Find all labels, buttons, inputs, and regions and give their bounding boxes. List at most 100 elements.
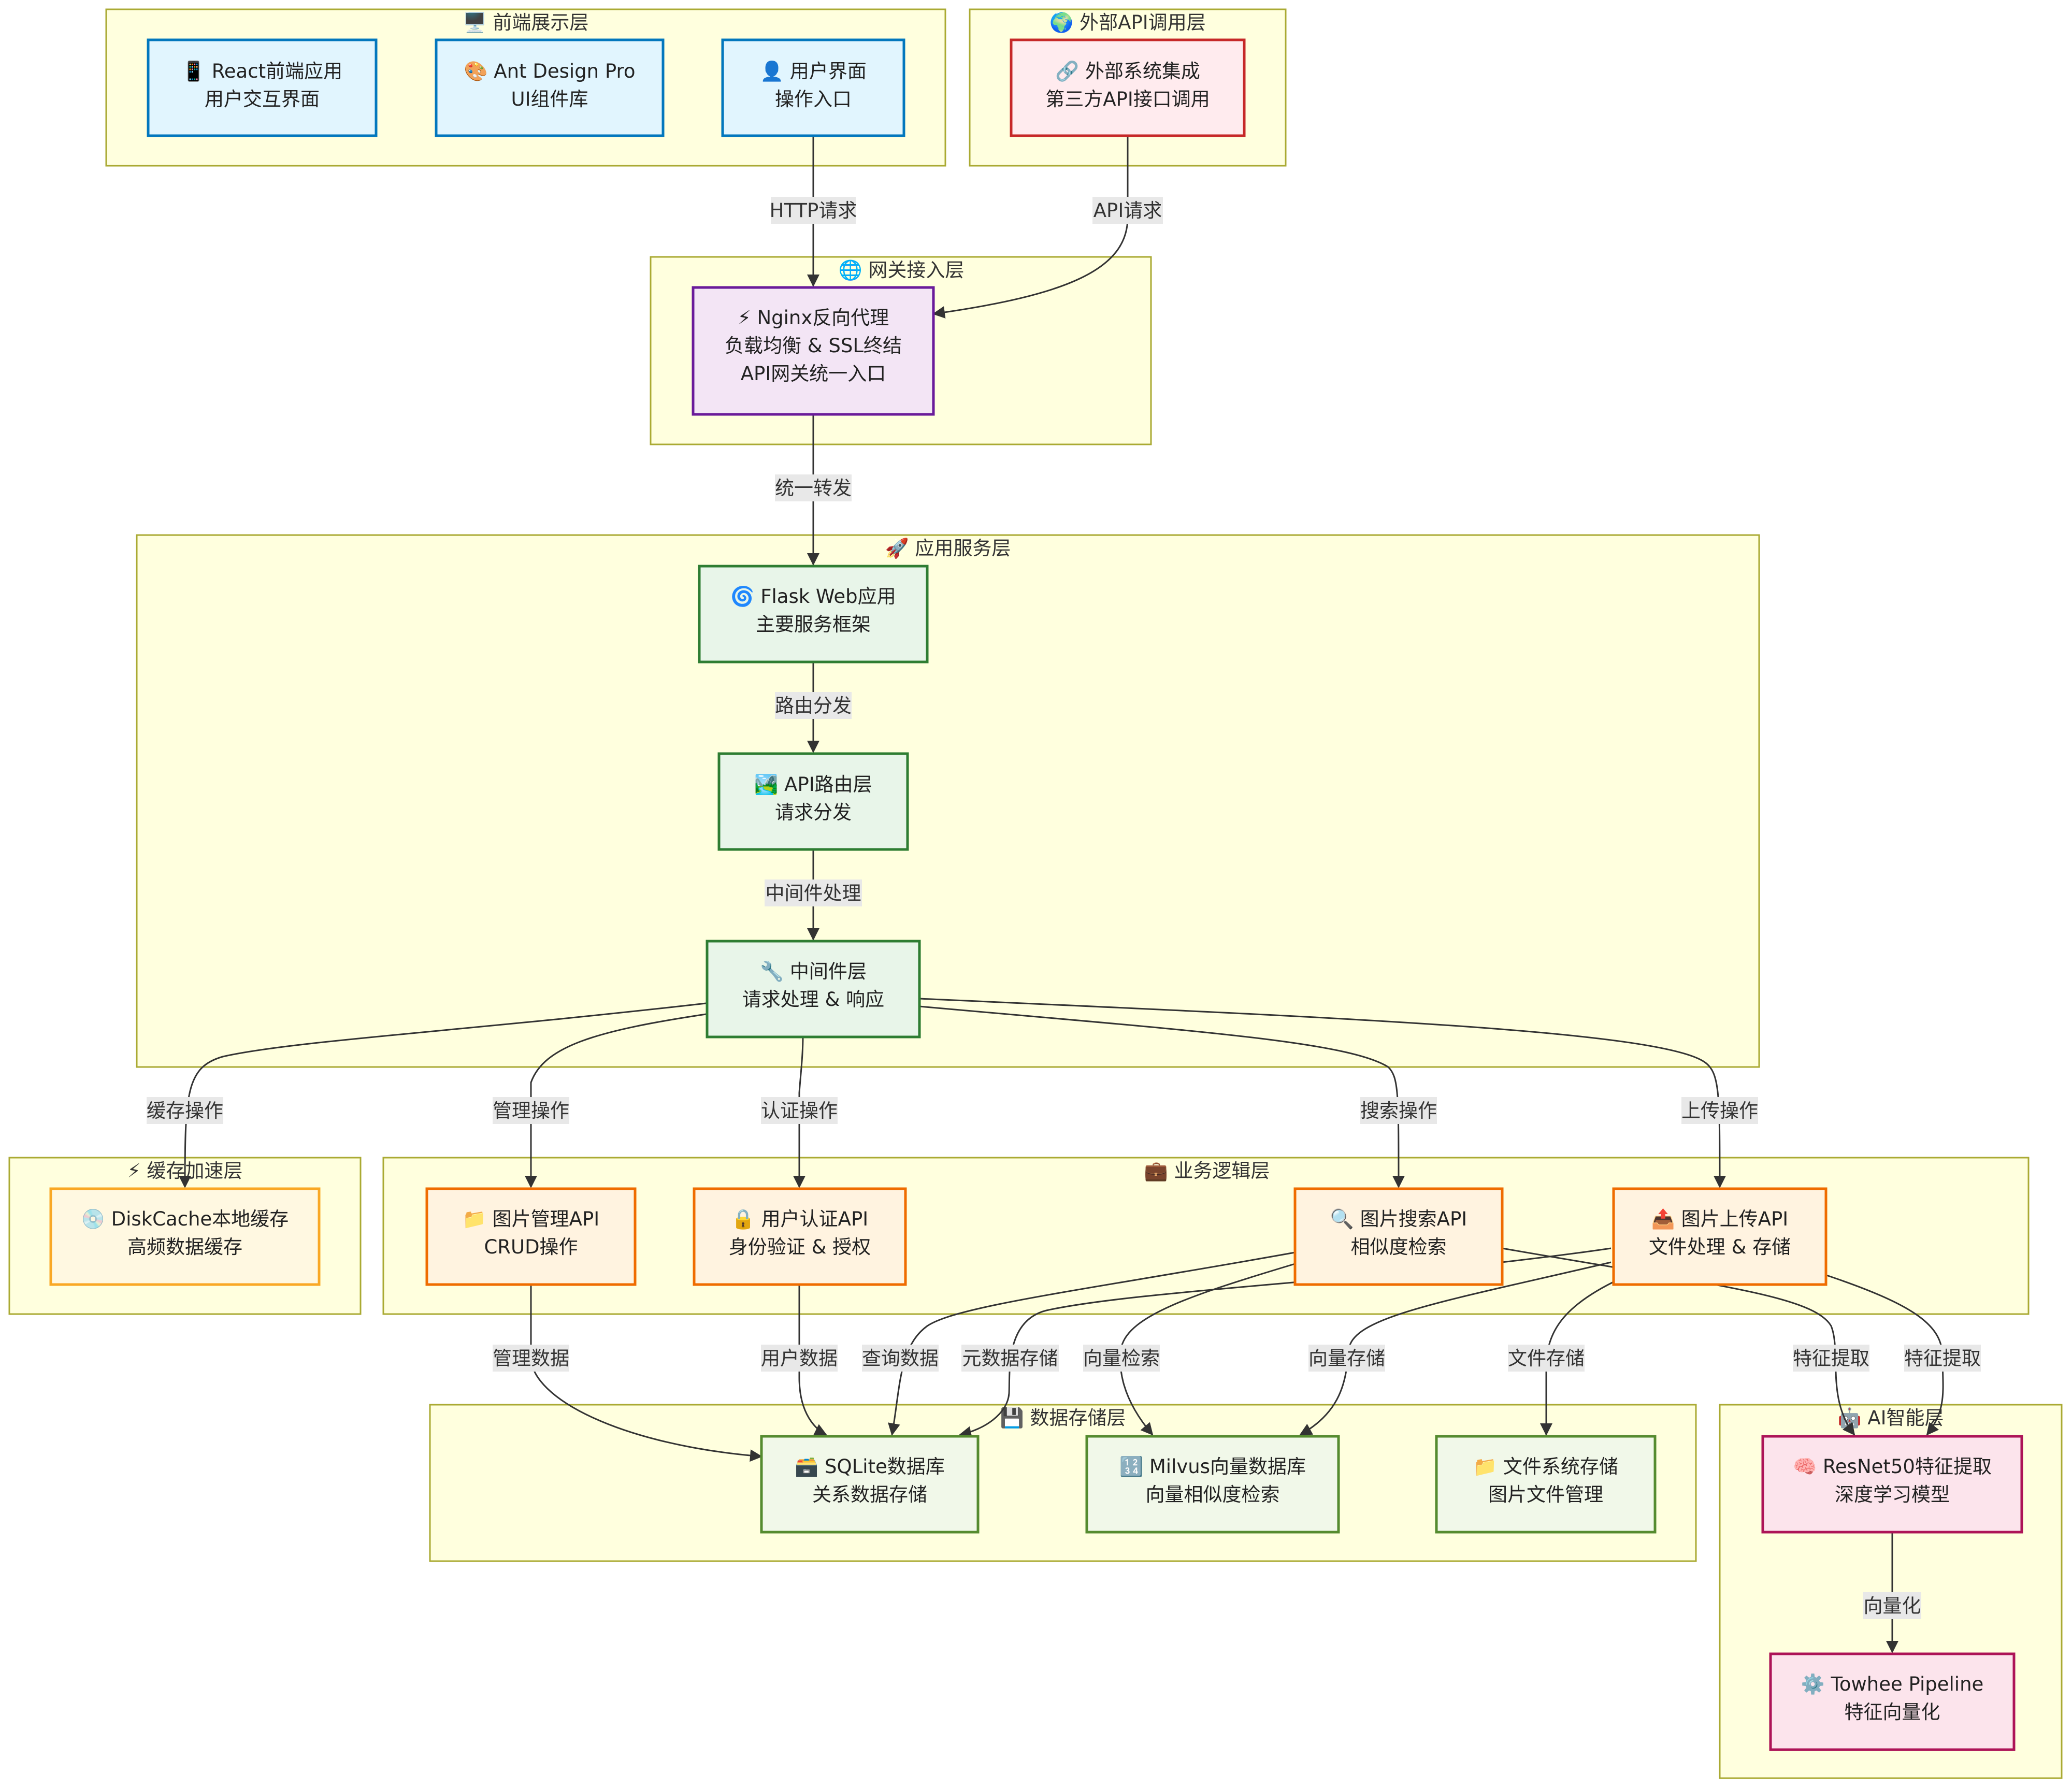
svg-text:中间件处理: 中间件处理	[766, 882, 861, 904]
briefcase-icon: 💼	[1144, 1160, 1168, 1182]
svg-text:💼 业务逻辑层: 💼 业务逻辑层	[1144, 1160, 1270, 1182]
svg-text:向量化: 向量化	[1864, 1595, 1921, 1617]
monitor-icon: 🖥️	[463, 11, 487, 34]
node-resnet50: 🧠 ResNet50特征提取 深度学习模型	[1761, 1435, 2023, 1534]
svg-text:📱 React前端应用: 📱 React前端应用	[182, 60, 342, 82]
magnifier-icon: 🔍	[1330, 1207, 1354, 1230]
svg-text:⚡ 缓存加速层: ⚡ 缓存加速层	[127, 1160, 243, 1182]
lock-icon: 🔒	[731, 1208, 755, 1230]
edge-label-search-op: 搜索操作	[1360, 1097, 1437, 1124]
node-title: DiskCache本地缓存	[111, 1208, 289, 1230]
svg-text:🔧 中间件层: 🔧 中间件层	[760, 960, 867, 983]
svg-text:💿 DiskCache本地缓存: 💿 DiskCache本地缓存	[81, 1208, 289, 1231]
svg-text:元数据存储: 元数据存储	[962, 1347, 1058, 1369]
node-react-app: 📱 React前端应用 用户交互界面	[147, 38, 378, 137]
app-service-layer: 🚀 应用服务层	[136, 534, 1760, 1068]
edge-label-user-data: 用户数据	[761, 1345, 838, 1372]
svg-text:统一转发: 统一转发	[775, 477, 852, 499]
svg-text:📁 图片管理API: 📁 图片管理API	[463, 1208, 599, 1230]
edge-label-route: 路由分发	[775, 692, 852, 719]
node-ant-design-pro: 🎨 Ant Design Pro UI组件库	[435, 38, 665, 137]
node-title: 图片上传API	[1681, 1208, 1789, 1230]
svg-text:用户数据: 用户数据	[761, 1347, 838, 1369]
svg-text:🔗 外部系统集成: 🔗 外部系统集成	[1055, 60, 1200, 83]
edge-label-feature-extract-1: 特征提取	[1793, 1345, 1869, 1372]
edge-user-data	[798, 1285, 827, 1436]
node-subtitle: 图片文件管理	[1488, 1483, 1603, 1506]
node-subtitle: 深度学习模型	[1835, 1483, 1950, 1506]
node-sqlite: 🗃️ SQLite数据库 关系数据存储	[760, 1435, 980, 1534]
node-title: Milvus向量数据库	[1149, 1455, 1306, 1478]
node-diskcache: 💿 DiskCache本地缓存 高频数据缓存	[49, 1187, 321, 1286]
node-title: SQLite数据库	[825, 1455, 945, 1478]
edge-label-vectorize: 向量化	[1863, 1592, 1921, 1619]
edge-manage-op	[525, 1013, 707, 1188]
node-title: 图片搜索API	[1360, 1208, 1467, 1230]
node-title: Flask Web应用	[760, 585, 896, 608]
node-title: ResNet50特征提取	[1823, 1455, 1992, 1478]
svg-text:📤 图片上传API: 📤 图片上传API	[1651, 1208, 1788, 1230]
node-title: API路由层	[784, 773, 872, 796]
gear-icon: ⚙️	[1801, 1673, 1825, 1695]
group-title: 外部API调用层	[1080, 11, 1206, 34]
svg-text:搜索操作: 搜索操作	[1360, 1100, 1437, 1122]
node-subtitle: 请求分发	[775, 801, 852, 824]
edge-label-feature-extract-2: 特征提取	[1904, 1345, 1981, 1372]
svg-text:🖥️ 前端展示层: 🖥️ 前端展示层	[463, 11, 589, 34]
svg-text:💾 数据存储层: 💾 数据存储层	[1000, 1407, 1126, 1429]
node-subtitle: 高频数据缓存	[127, 1236, 242, 1258]
node-title: React前端应用	[212, 60, 342, 82]
folder-icon: 📁	[1473, 1455, 1497, 1478]
edge-label-query-data: 查询数据	[862, 1345, 939, 1372]
edge-label-file-store: 文件存储	[1508, 1345, 1585, 1372]
svg-text:缓存操作: 缓存操作	[147, 1100, 223, 1122]
edge-label-manage-data: 管理数据	[493, 1345, 569, 1372]
svg-text:认证操作: 认证操作	[761, 1100, 838, 1122]
nodes: 📱 React前端应用 用户交互界面 🎨 Ant Design Pro UI组件…	[49, 38, 2023, 1751]
edge-label-cache-op: 缓存操作	[147, 1097, 223, 1124]
flask-swirl-icon: 🌀	[730, 585, 754, 608]
node-subtitle: 负载均衡 & SSL终结	[725, 335, 902, 357]
svg-text:🔢 Milvus向量数据库: 🔢 Milvus向量数据库	[1119, 1455, 1306, 1478]
svg-text:🤖 AI智能层: 🤖 AI智能层	[1837, 1407, 1944, 1429]
folder-icon: 📁	[463, 1208, 486, 1230]
node-subtitle: CRUD操作	[484, 1236, 578, 1258]
upload-tray-icon: 📤	[1651, 1208, 1675, 1230]
link-icon: 🔗	[1055, 60, 1079, 83]
edge-vector-search	[1119, 1263, 1296, 1436]
numbers-icon: 🔢	[1119, 1455, 1143, 1478]
group-title: 网关接入层	[868, 259, 964, 281]
svg-text:🌀 Flask Web应用: 🌀 Flask Web应用	[730, 585, 896, 608]
node-towhee: ⚙️ Towhee Pipeline 特征向量化	[1769, 1652, 2016, 1751]
edge-label-vector-store: 向量存储	[1308, 1345, 1385, 1372]
svg-text:⚡ Nginx反向代理: ⚡ Nginx反向代理	[738, 307, 889, 329]
node-title: 中间件层	[790, 960, 867, 983]
edge-query-data	[888, 1251, 1296, 1436]
group-title: 数据存储层	[1030, 1407, 1126, 1429]
node-flask: 🌀 Flask Web应用 主要服务框架	[698, 565, 929, 664]
edge-label-http: HTTP请求	[770, 197, 857, 224]
node-image-management-api: 📁 图片管理API CRUD操作	[425, 1187, 637, 1286]
node-file-system: 📁 文件系统存储 图片文件管理	[1435, 1435, 1657, 1534]
node-subtitle: 特征向量化	[1845, 1701, 1940, 1723]
node-title: Nginx反向代理	[757, 307, 889, 329]
node-milvus: 🔢 Milvus向量数据库 向量相似度检索	[1085, 1435, 1340, 1534]
group-title: 业务逻辑层	[1174, 1160, 1270, 1182]
edge-label-middleware: 中间件处理	[765, 879, 862, 906]
edge-label-upload-op: 上传操作	[1681, 1097, 1758, 1124]
node-title: 图片管理API	[493, 1208, 600, 1230]
node-subtitle: UI组件库	[511, 88, 588, 110]
group-title: 前端展示层	[493, 11, 588, 34]
svg-text:🚀 应用服务层: 🚀 应用服务层	[885, 537, 1011, 559]
edge-label-forward: 统一转发	[775, 474, 852, 501]
group-title: 缓存加速层	[147, 1160, 242, 1182]
svg-text:上传操作: 上传操作	[1681, 1100, 1758, 1122]
edge-vector-store	[1299, 1261, 1611, 1436]
node-external-system: 🔗 外部系统集成 第三方API接口调用	[1010, 38, 1246, 137]
node-title: Towhee Pipeline	[1831, 1673, 1984, 1695]
node-subtitle: 请求处理 & 响应	[742, 988, 884, 1011]
node-user-auth-api: 🔒 用户认证API 身份验证 & 授权	[693, 1187, 907, 1286]
node-image-upload-api: 📤 图片上传API 文件处理 & 存储	[1612, 1187, 1828, 1286]
node-subtitle: 关系数据存储	[812, 1483, 927, 1506]
